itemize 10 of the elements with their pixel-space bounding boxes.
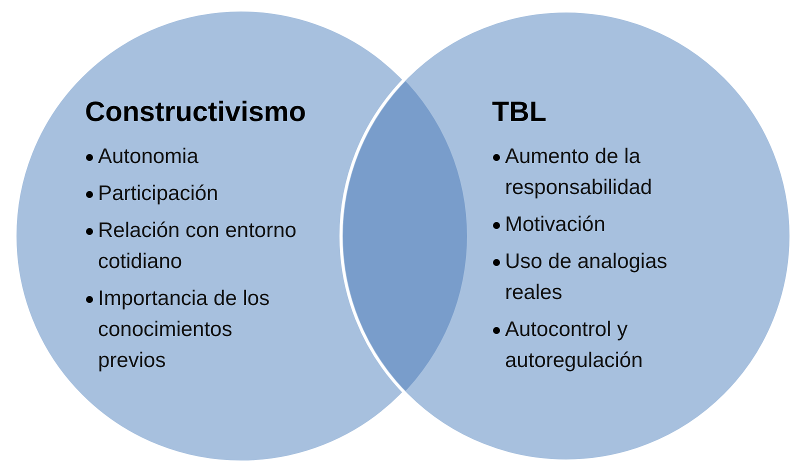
bullet-text: Importancia de los conocimientos previos [98, 286, 271, 374]
bullet-text: Autonomia [98, 144, 200, 170]
bullet-text: Aumento de la responsabilidad [505, 144, 654, 201]
bullet-text: Uso de analogias reales [505, 249, 668, 306]
bullet-text: Autocontrol y autoregulación [505, 317, 644, 374]
bullet-text: Participación [98, 181, 220, 207]
bullet-text: Motivación [505, 212, 606, 238]
bullet-text: Relación con entorno cotidiano [98, 218, 297, 275]
circle-heading: Constructivismo [85, 95, 306, 129]
circle-heading: TBL [492, 95, 546, 129]
